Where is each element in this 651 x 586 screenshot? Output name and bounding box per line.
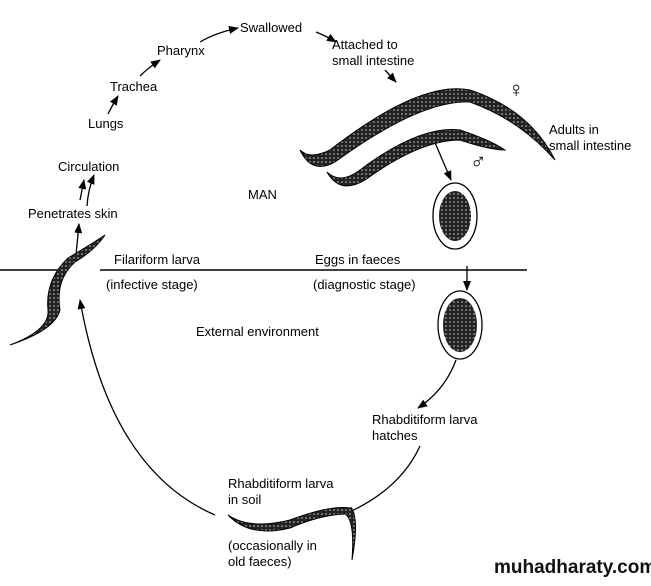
label-adults-in: Adults in <box>549 122 599 137</box>
arrow-circulation-to-lungs <box>86 174 95 207</box>
arrow-lungs-to-trachea <box>107 95 119 115</box>
arrow-egg-to-hatch <box>417 359 457 409</box>
embryonated-egg <box>437 290 483 360</box>
label-adults-small-intestine: small intestine <box>549 138 632 153</box>
label-diagnostic-stage: (diagnostic stage) <box>313 277 416 292</box>
male-symbol: ♂ <box>470 149 487 174</box>
label-man: MAN <box>248 187 277 202</box>
label-eggs-in-faeces: Eggs in faeces <box>315 252 401 267</box>
arrow-hatch-to-soil <box>344 445 421 515</box>
label-old-faeces: old faeces) <box>228 554 292 569</box>
watermark: muhadharaty.com <box>494 557 651 578</box>
female-adult-worm <box>299 88 556 167</box>
label-external-environment: External environment <box>196 324 319 339</box>
egg-in-faeces <box>432 182 478 250</box>
arrow-swallowed-to-attached <box>315 31 337 43</box>
label-pharynx: Pharynx <box>157 43 205 58</box>
label-swallowed: Swallowed <box>240 20 303 35</box>
label-infective-stage: (infective stage) <box>106 277 198 292</box>
arrow-adults-to-egg <box>432 137 452 181</box>
label-attached-small-intestine: small intestine <box>332 53 415 68</box>
female-symbol: ♀ <box>508 77 525 102</box>
arrow-pharynx-to-swallowed <box>199 26 239 43</box>
label-in-soil: in soil <box>228 492 262 507</box>
label-rhabditiform-soil: Rhabditiform larva <box>228 476 334 491</box>
label-occasionally-in: (occasionally in <box>228 538 317 553</box>
male-adult-worm <box>326 129 507 187</box>
label-lungs: Lungs <box>88 116 124 131</box>
arrow-attached-to-worm <box>384 69 397 83</box>
rhabditiform-larva-in-soil-worm <box>227 507 356 561</box>
arrow-skin-to-circulation <box>74 223 83 256</box>
filariform-larva-worm <box>9 234 106 346</box>
label-trachea: Trachea <box>110 79 158 94</box>
arrow-soil-to-filariform <box>77 299 216 516</box>
label-attached-to: Attached to <box>332 37 398 52</box>
label-filariform-larva: Filariform larva <box>114 252 200 267</box>
label-rhabditiform-hatches: Rhabditiform larva <box>372 412 478 427</box>
label-circulation: Circulation <box>58 159 120 174</box>
arrow-trachea-to-pharynx <box>139 59 161 77</box>
arrow-penetrates-to-circulation <box>78 179 87 201</box>
label-hatches: hatches <box>372 428 418 443</box>
label-penetrates-skin: Penetrates skin <box>28 206 118 221</box>
